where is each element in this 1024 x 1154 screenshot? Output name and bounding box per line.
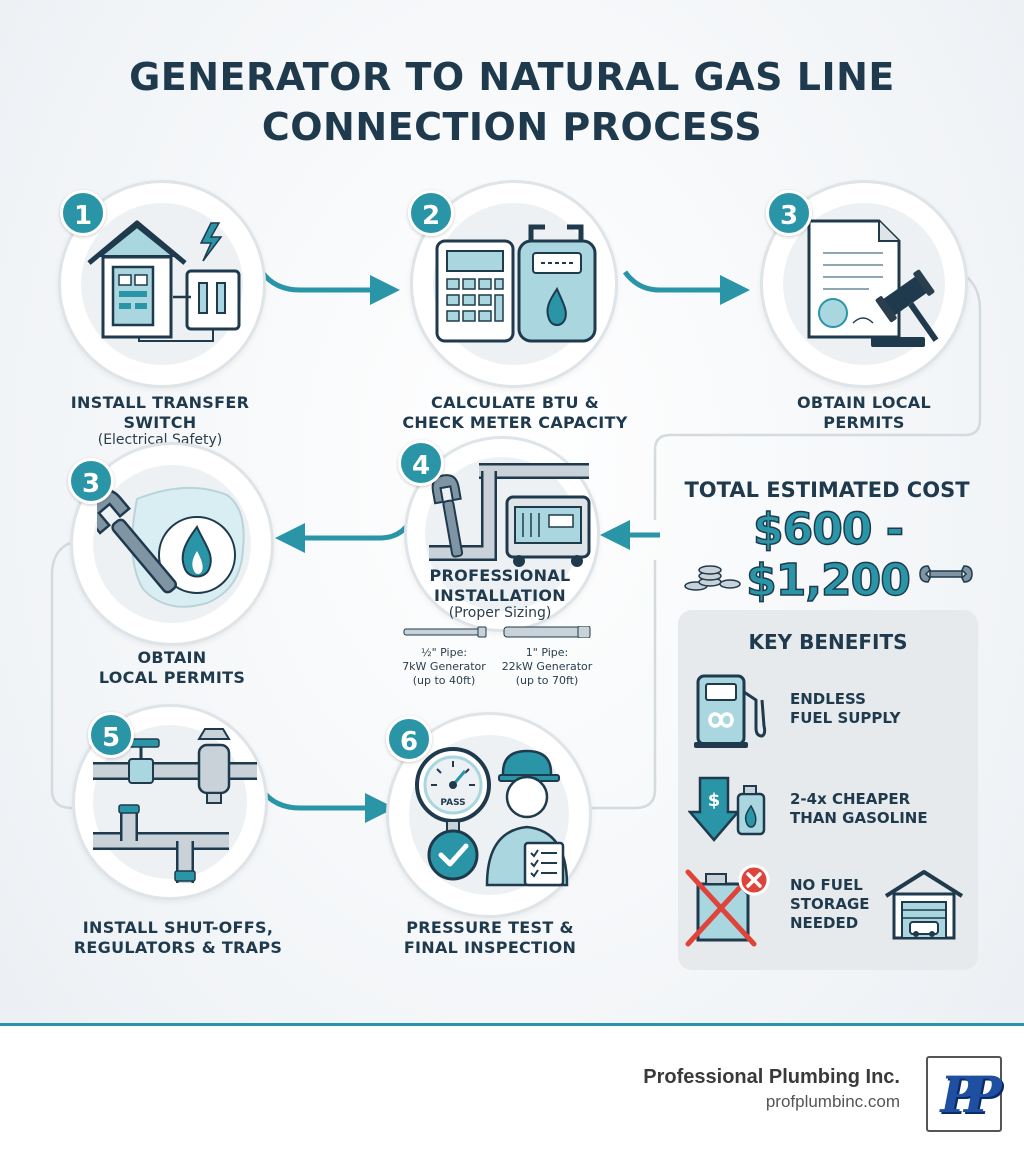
- arrow-step5-to-step6: [259, 788, 395, 823]
- line-step3-to-cost: [653, 268, 982, 520]
- step-5-badge: 5: [88, 712, 134, 758]
- step-2-badge: 2: [408, 190, 454, 236]
- line-step6-to-cost: [588, 560, 657, 810]
- svg-text:$: $: [708, 790, 721, 811]
- title-line-2: CONNECTION PROCESS: [261, 105, 763, 149]
- step-6-label-line-2: FINAL INSPECTION: [403, 938, 577, 957]
- coins-icon: [684, 565, 741, 591]
- benefit-3-text: NO FUEL STORAGE NEEDED: [790, 876, 870, 932]
- pipe-generator-icon: [429, 463, 591, 567]
- gauge-pass-text: PASS: [440, 798, 465, 808]
- step-6-label-line-1: PRESSURE TEST &: [406, 918, 574, 937]
- wrench-icon: [919, 565, 973, 583]
- benefit-1-text: ENDLESS FUEL SUPPLY: [790, 690, 901, 727]
- step-2-label-line-2: CHECK METER CAPACITY: [402, 413, 628, 432]
- step-6-label: PRESSURE TEST & FINAL INSPECTION: [370, 918, 610, 958]
- step-1-label-line-2: SWITCH: [123, 413, 197, 432]
- pipe-size-diagrams: [403, 626, 591, 638]
- step-3-label: OBTAIN LOCAL PERMITS: [744, 393, 984, 433]
- step-1-label-line-1: INSTALL TRANSFER: [70, 393, 250, 412]
- step-3-badge: 3: [766, 190, 812, 236]
- line-step3b-to-step5: [50, 538, 81, 810]
- footer: Professional Plumbing Inc. profplumbinc.…: [0, 1026, 1024, 1154]
- title-line-1: GENERATOR TO NATURAL GAS LINE: [129, 55, 895, 99]
- garage-icon: [884, 870, 964, 940]
- key-benefits-panel: KEY BENEFITS ENDLESS FUEL SUPPLY $ 2-4x …: [678, 610, 978, 970]
- total-cost-label: TOTAL ESTIMATED COST: [684, 478, 970, 502]
- step-1-badge: 1: [60, 190, 106, 236]
- step-4-badge: 4: [398, 440, 444, 486]
- step-4-label-line-2: INSTALLATION: [434, 586, 566, 605]
- step-5-label: INSTALL SHUT-OFFS, REGULATORS & TRAPS: [50, 918, 306, 958]
- arrow-step1-to-step2: [259, 270, 400, 305]
- step-2-label-line-1: CALCULATE BTU &: [431, 393, 599, 412]
- step-2-label: CALCULATE BTU & CHECK METER CAPACITY: [380, 393, 650, 433]
- step-3b-label-line-1: OBTAIN: [137, 648, 207, 667]
- total-cost-value: $600 - $1,200: [745, 503, 911, 607]
- page-title: GENERATOR TO NATURAL GAS LINE CONNECTION…: [0, 52, 1024, 152]
- arrow-step4-to-step3b: [275, 511, 418, 553]
- step-2-circle: [410, 180, 618, 388]
- arrow-step2-to-step3: [622, 270, 750, 305]
- step-3-label-line-2: PERMITS: [823, 413, 905, 432]
- wrench-flame-icon: [97, 486, 245, 608]
- calculator-gas-meter-icon: [435, 224, 597, 343]
- step-6-badge: 6: [386, 716, 432, 762]
- step-3b-badge: 3: [68, 458, 114, 504]
- step-4-sub: (Proper Sizing): [448, 605, 552, 621]
- step-1-label: INSTALL TRANSFER SWITCH: [40, 393, 280, 433]
- company-url[interactable]: profplumbinc.com: [765, 1092, 900, 1111]
- house-transfer-switch-icon: [87, 220, 241, 342]
- dollar-down-arrow-icon: $: [688, 776, 766, 842]
- step-3b-label: OBTAIN LOCAL PERMITS: [52, 648, 292, 688]
- no-gas-can-icon: [685, 864, 770, 947]
- company-logo: PP: [926, 1056, 1002, 1132]
- step-4-label-line-1: PROFESSIONAL: [429, 566, 571, 585]
- pipe-size-half-inch: ½" Pipe: 7kW Generator (up to 40ft): [402, 646, 486, 687]
- step-1-circle: [58, 180, 266, 388]
- step-4-label: PROFESSIONAL INSTALLATION: [380, 566, 620, 606]
- key-benefits-title: KEY BENEFITS: [748, 630, 908, 654]
- logo-text: PP: [940, 1065, 1001, 1124]
- valve-regulator-icon: [93, 728, 257, 883]
- step-5-label-line-2: REGULATORS & TRAPS: [73, 938, 283, 957]
- step-5-label-line-1: INSTALL SHUT-OFFS,: [82, 918, 274, 937]
- gas-pump-infinity-icon: [694, 674, 767, 748]
- step-4-circle: [404, 436, 600, 632]
- benefit-2-text: 2-4x CHEAPER THAN GASOLINE: [790, 790, 928, 827]
- step-3-label-line-1: OBTAIN LOCAL: [797, 393, 931, 412]
- pressure-gauge-inspector-icon: PASS: [415, 747, 569, 887]
- step-3-circle: [760, 180, 968, 388]
- permit-gavel-icon: [807, 219, 939, 347]
- footer-divider: [0, 1023, 1024, 1026]
- company-name: Professional Plumbing Inc.: [643, 1066, 900, 1088]
- step-3b-label-line-2: LOCAL PERMITS: [98, 668, 246, 687]
- pipe-size-one-inch: 1" Pipe: 22kW Generator (up to 70ft): [501, 646, 593, 687]
